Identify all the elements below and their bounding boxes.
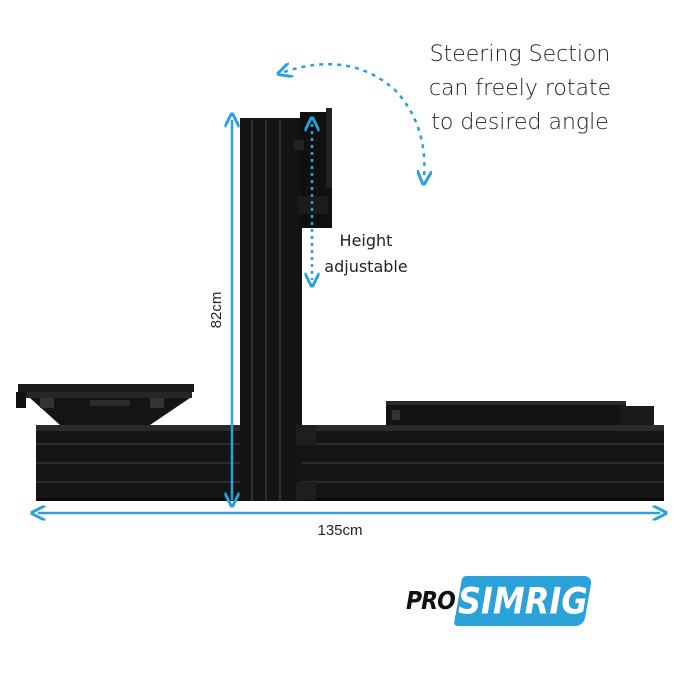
height-adjust-note: Height adjustable: [316, 228, 416, 280]
logo-badge: SIMRIG: [453, 576, 592, 626]
rotation-note: Steering Section can freely rotate to de…: [410, 38, 630, 140]
width-dimension-label: 135cm: [317, 522, 363, 539]
height-note-line-1: Height: [339, 231, 393, 250]
rotation-note-line-2: can freely rotate: [428, 76, 612, 101]
rotation-note-line-1: Steering Section: [429, 42, 611, 67]
logo-prefix: PRO: [406, 586, 456, 616]
pedal-plate: [16, 384, 194, 425]
height-dimension-label: 82cm: [208, 291, 225, 329]
seat-slider: [386, 401, 654, 425]
brand-logo: PRO SIMRIG: [406, 576, 592, 626]
rotation-note-line-3: to desired angle: [431, 110, 609, 135]
base-rail: [36, 425, 664, 501]
height-note-line-2: adjustable: [324, 257, 408, 276]
logo-name: SIMRIG: [457, 579, 588, 623]
rotation-arrow: [284, 64, 424, 178]
